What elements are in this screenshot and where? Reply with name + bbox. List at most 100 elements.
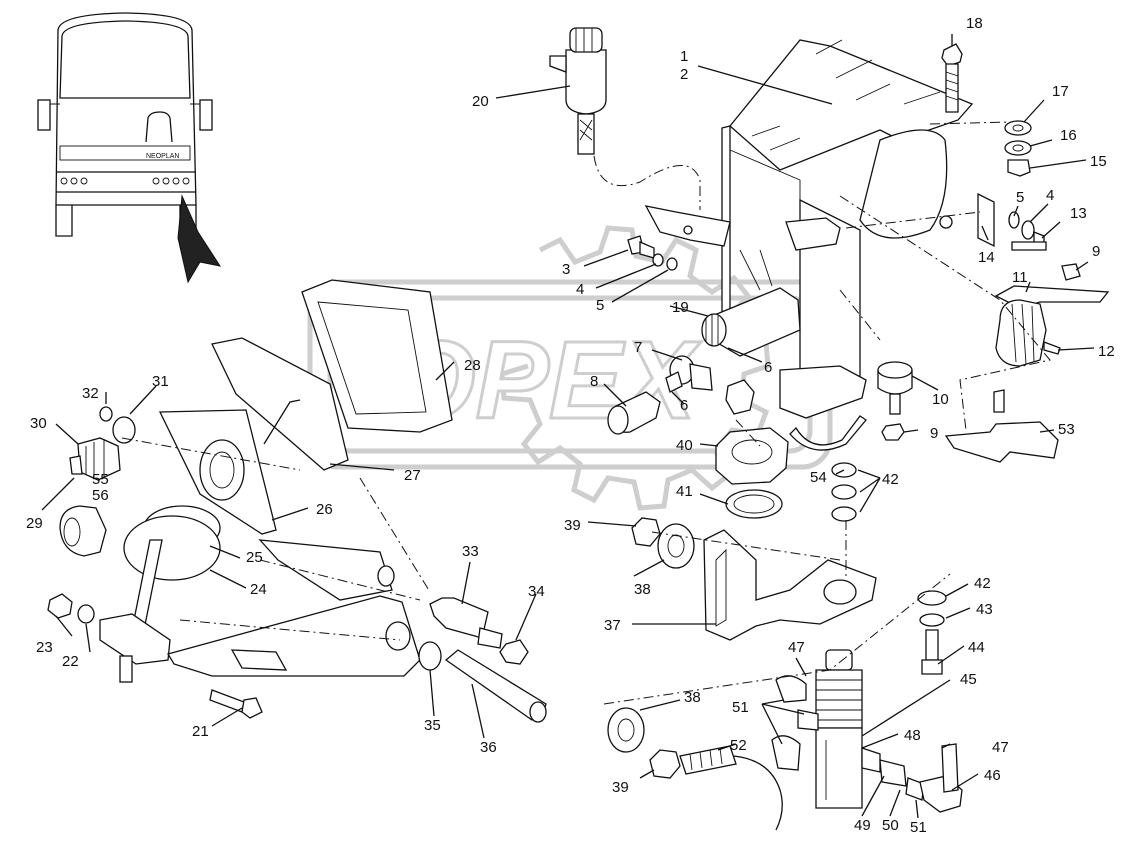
bracket-37: [703, 529, 877, 641]
callout-label-c15: 15: [1090, 153, 1107, 170]
callout-label-c47a: 47: [788, 639, 805, 656]
washers-38-39-center: [631, 517, 695, 569]
callout-label-c41: 41: [676, 483, 693, 500]
nuts-22-23: [47, 593, 95, 624]
callout-label-c31: 31: [152, 373, 169, 390]
callout-label-c51b: 51: [910, 819, 927, 836]
callout-label-c36: 36: [480, 739, 497, 756]
callout-label-c49: 49: [854, 817, 871, 834]
fasteners-3-5: [627, 235, 678, 271]
bolt-21: [209, 689, 263, 719]
fasteners-42-44-right: [917, 590, 947, 675]
rod-25: [99, 505, 221, 683]
washers-42-center: [831, 462, 857, 522]
callout-label-c13: 13: [1070, 205, 1087, 222]
vehicle-badge: NEOPLAN: [146, 153, 179, 160]
pedal-arm-27: [211, 337, 349, 471]
callout-label-c21: 21: [192, 723, 209, 740]
callout-label-c28: 28: [464, 357, 481, 374]
callout-label-c20: 20: [472, 93, 489, 110]
callout-label-c39b: 39: [612, 779, 629, 796]
callout-label-c43: 43: [976, 601, 993, 618]
callout-label-c33: 33: [462, 543, 479, 560]
callout-labels: 1234455667899101112131415161718192021222…: [26, 15, 1115, 836]
callout-label-c10: 10: [932, 391, 949, 408]
callout-label-c50: 50: [882, 817, 899, 834]
bracket-53: [944, 389, 1059, 463]
callout-label-c1: 1: [680, 48, 688, 65]
callout-label-c52: 52: [730, 737, 747, 754]
reservoir-20: [549, 27, 607, 155]
nut-40-washer-41: [715, 427, 789, 519]
callout-label-c6a: 6: [764, 359, 772, 376]
callout-label-c5a: 5: [596, 297, 604, 314]
bushing-55-56: [59, 505, 107, 557]
callout-label-c4b: 4: [1046, 187, 1054, 204]
callout-label-c18: 18: [966, 15, 983, 32]
callout-label-c27: 27: [404, 467, 421, 484]
fasteners-15-18: [941, 43, 1032, 177]
callout-label-c4a: 4: [576, 281, 584, 298]
callout-label-c55: 55: [92, 471, 109, 488]
lever-36: [167, 539, 421, 677]
callout-label-c30: 30: [30, 415, 47, 432]
callout-label-c35: 35: [424, 717, 441, 734]
callout-label-c9b: 9: [1092, 243, 1100, 260]
callout-label-c38a: 38: [634, 581, 651, 598]
callout-label-c26: 26: [316, 501, 333, 518]
pedal-pad-28: [301, 279, 453, 433]
callout-label-c51a: 51: [732, 699, 749, 716]
callout-label-c5b: 5: [1016, 189, 1024, 206]
valve-45-51: [771, 649, 963, 813]
callout-label-c23: 23: [36, 639, 53, 656]
callout-label-c9a: 9: [930, 425, 938, 442]
callout-label-c16: 16: [1060, 127, 1077, 144]
callout-label-c53: 53: [1058, 421, 1075, 438]
callout-label-c11: 11: [1012, 269, 1028, 286]
boot-26: [158, 409, 277, 535]
callout-label-c42b: 42: [974, 575, 991, 592]
spring-54: [789, 415, 867, 451]
callout-label-c25: 25: [246, 549, 263, 566]
callout-label-c40: 40: [676, 437, 693, 454]
callout-label-c47b: 47: [992, 739, 1009, 756]
washers-38-39-lower: [607, 707, 783, 831]
callout-label-c38b: 38: [684, 689, 701, 706]
callout-label-c19: 19: [672, 299, 689, 316]
callout-label-c3: 3: [562, 261, 570, 278]
callout-label-c22: 22: [62, 653, 79, 670]
fasteners-4-5-13-14: [977, 192, 1047, 251]
callout-label-c54: 54: [810, 469, 827, 486]
callout-label-c48: 48: [904, 727, 921, 744]
parts-29-32: [69, 406, 136, 481]
callout-label-c14: 14: [978, 249, 995, 266]
bus-front-inset: NEOPLAN: [37, 12, 222, 284]
callout-label-c24: 24: [250, 581, 267, 598]
callout-label-c7: 7: [634, 339, 642, 356]
assembly-centerlines: [121, 121, 1051, 705]
pin-33-34: [429, 597, 529, 665]
callout-label-c32: 32: [82, 385, 99, 402]
callout-label-c29: 29: [26, 515, 43, 532]
callout-label-c34: 34: [528, 583, 545, 600]
location-arrow-icon: [177, 194, 222, 284]
knob-10: [877, 361, 913, 441]
callout-leaders: [41, 34, 1095, 819]
callout-label-c37: 37: [604, 617, 621, 634]
callout-label-c6b: 6: [680, 397, 688, 414]
callout-label-c12: 12: [1098, 343, 1115, 360]
callout-label-c39a: 39: [564, 517, 581, 534]
callout-label-c17: 17: [1052, 83, 1069, 100]
cylinder-19: [644, 205, 841, 357]
callout-label-c46: 46: [984, 767, 1001, 784]
callout-label-c2: 2: [680, 66, 688, 83]
switch-11-12: [994, 263, 1110, 367]
callout-label-c44: 44: [968, 639, 985, 656]
callout-label-c42a: 42: [882, 471, 899, 488]
callout-label-c56: 56: [92, 487, 109, 504]
fittings-6-8: [607, 355, 755, 435]
callout-label-c8: 8: [590, 373, 598, 390]
pin-35-36: [418, 641, 547, 723]
